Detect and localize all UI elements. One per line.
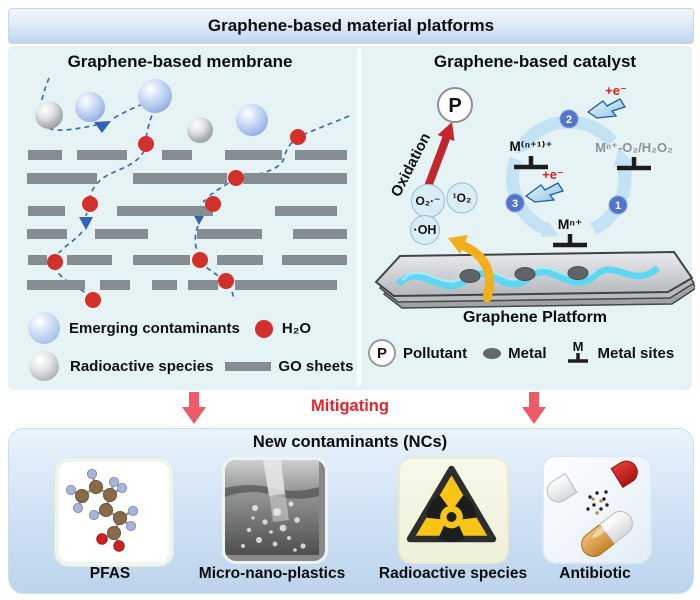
- catalyst-section-title: Graphene-based catalyst: [433, 52, 637, 71]
- micro-nano-plastics-label: Micro-nano-plastics: [198, 565, 346, 582]
- cycle-step-markers: 2 1 3: [505, 109, 628, 215]
- electron-bolts: [524, 98, 626, 203]
- water-photo-icon: [225, 460, 319, 555]
- ros-species: O₂·⁻ ¹O₂ ·OH: [409, 182, 478, 246]
- capsules-icon: [546, 460, 638, 557]
- metal-label: Metal: [508, 344, 547, 362]
- mitigating-label: Mitigating: [311, 397, 389, 415]
- membrane-section-title: Graphene-based membrane: [67, 52, 293, 71]
- graphene-platform-label: Graphene Platform: [462, 309, 608, 326]
- go-sheet-icon: [225, 361, 272, 371]
- new-contaminants-title: New contaminants (NCs): [252, 433, 448, 451]
- m-oxidized-label: M⁽ⁿ⁺¹⁾⁺: [509, 139, 552, 154]
- hydroxyl-label: ·OH: [414, 223, 437, 237]
- metal-sites-icon: M: [567, 339, 588, 363]
- antibiotic-tile: [542, 455, 652, 564]
- singlet-oxygen-label: ¹O₂: [453, 191, 472, 205]
- water-molecules: [46, 127, 307, 308]
- contaminant-spheres: [35, 79, 268, 143]
- pollutant-icon: P: [368, 339, 396, 367]
- capsule-granules: [586, 490, 609, 515]
- metal-dot: [514, 267, 536, 281]
- water-label: H₂O: [281, 319, 312, 337]
- catalyst-graphic: P Oxidation O₂·⁻ ¹O₂ ·OH M⁽ⁿ⁺¹⁾⁺ Mⁿ⁺-O₂/…: [374, 83, 695, 309]
- oxygen-atoms: [96, 533, 125, 552]
- electron-label-top: +e⁻: [605, 83, 627, 98]
- water-icon: [254, 319, 273, 338]
- mitigating-arrow-left: [182, 392, 206, 424]
- radiation-trefoil: [426, 495, 477, 542]
- cycle-step-2: 2: [566, 114, 572, 126]
- superoxide-label: O₂·⁻: [416, 194, 441, 208]
- metal-sites-label: Metal sites: [597, 344, 675, 362]
- pollutant-icon-letter: P: [376, 344, 387, 362]
- pollutant-label: Pollutant: [403, 344, 468, 362]
- radioactive-species-icon: [29, 351, 59, 381]
- radiation-warning-icon: [406, 465, 497, 543]
- metal-dot: [567, 266, 589, 280]
- membrane-legend-row-1: Emerging contaminants H₂O: [28, 312, 311, 344]
- banner-title: Graphene-based material platforms: [207, 16, 495, 35]
- cycle-step-1: 1: [615, 200, 621, 212]
- micro-nano-plastics-tile: [222, 457, 328, 564]
- go-sheet-bars: [27, 150, 347, 290]
- bubbles: [241, 501, 306, 552]
- mitigating-arrow-right: [522, 392, 546, 424]
- pfas-tile: [55, 458, 173, 566]
- open-capsule-body: [546, 472, 578, 503]
- platforms-panel: [8, 46, 692, 390]
- emerging-contaminants-label: Emerging contaminants: [69, 319, 240, 337]
- catalyst-legend-row: P Pollutant Metal M Metal sites: [368, 339, 674, 367]
- membrane-legend-row-2: Radioactive species GO sheets: [29, 351, 353, 381]
- fluorine-atoms: [65, 468, 139, 532]
- go-sheets-label: GO sheets: [278, 357, 354, 375]
- m-reduced-label: Mⁿ⁺: [558, 216, 583, 232]
- pfas-label: PFAS: [89, 565, 131, 582]
- antibiotic-label: Antibiotic: [559, 565, 631, 582]
- graphene-platform-slab: [374, 250, 695, 309]
- membrane-graphic: [27, 77, 350, 308]
- pollutant-symbol: P: [448, 95, 461, 117]
- cycle-step-3: 3: [512, 198, 518, 210]
- cycle-arcs: [506, 115, 632, 235]
- radioactive-tile: [398, 457, 509, 564]
- pollutant-circle: [437, 87, 473, 123]
- metal-site-symbols: [514, 156, 651, 248]
- panel-divider: [357, 48, 361, 386]
- radioactive-species-nc-label: Radioactive species: [378, 565, 528, 582]
- metal-icon: [483, 347, 502, 359]
- metal-sites-icon-letter: M: [572, 339, 583, 354]
- banner: Graphene-based material platforms: [8, 8, 694, 44]
- emerging-contaminant-icon: [28, 312, 60, 344]
- m-complex-label: Mⁿ⁺-O₂/H₂O₂: [595, 140, 673, 155]
- electron-label-mid: +e⁻: [542, 167, 564, 182]
- ros-generation-arrow: [448, 235, 494, 303]
- full-capsule: [581, 511, 633, 557]
- carbon-atoms: [75, 480, 127, 540]
- oxidation-arrow: [422, 122, 455, 194]
- metal-dot: [459, 269, 481, 283]
- cycle-arc-arrowheads: [516, 136, 633, 237]
- open-capsule-cap: [610, 460, 638, 489]
- pfas-molecule-icon: [65, 468, 139, 552]
- radioactive-species-label: Radioactive species: [70, 357, 214, 375]
